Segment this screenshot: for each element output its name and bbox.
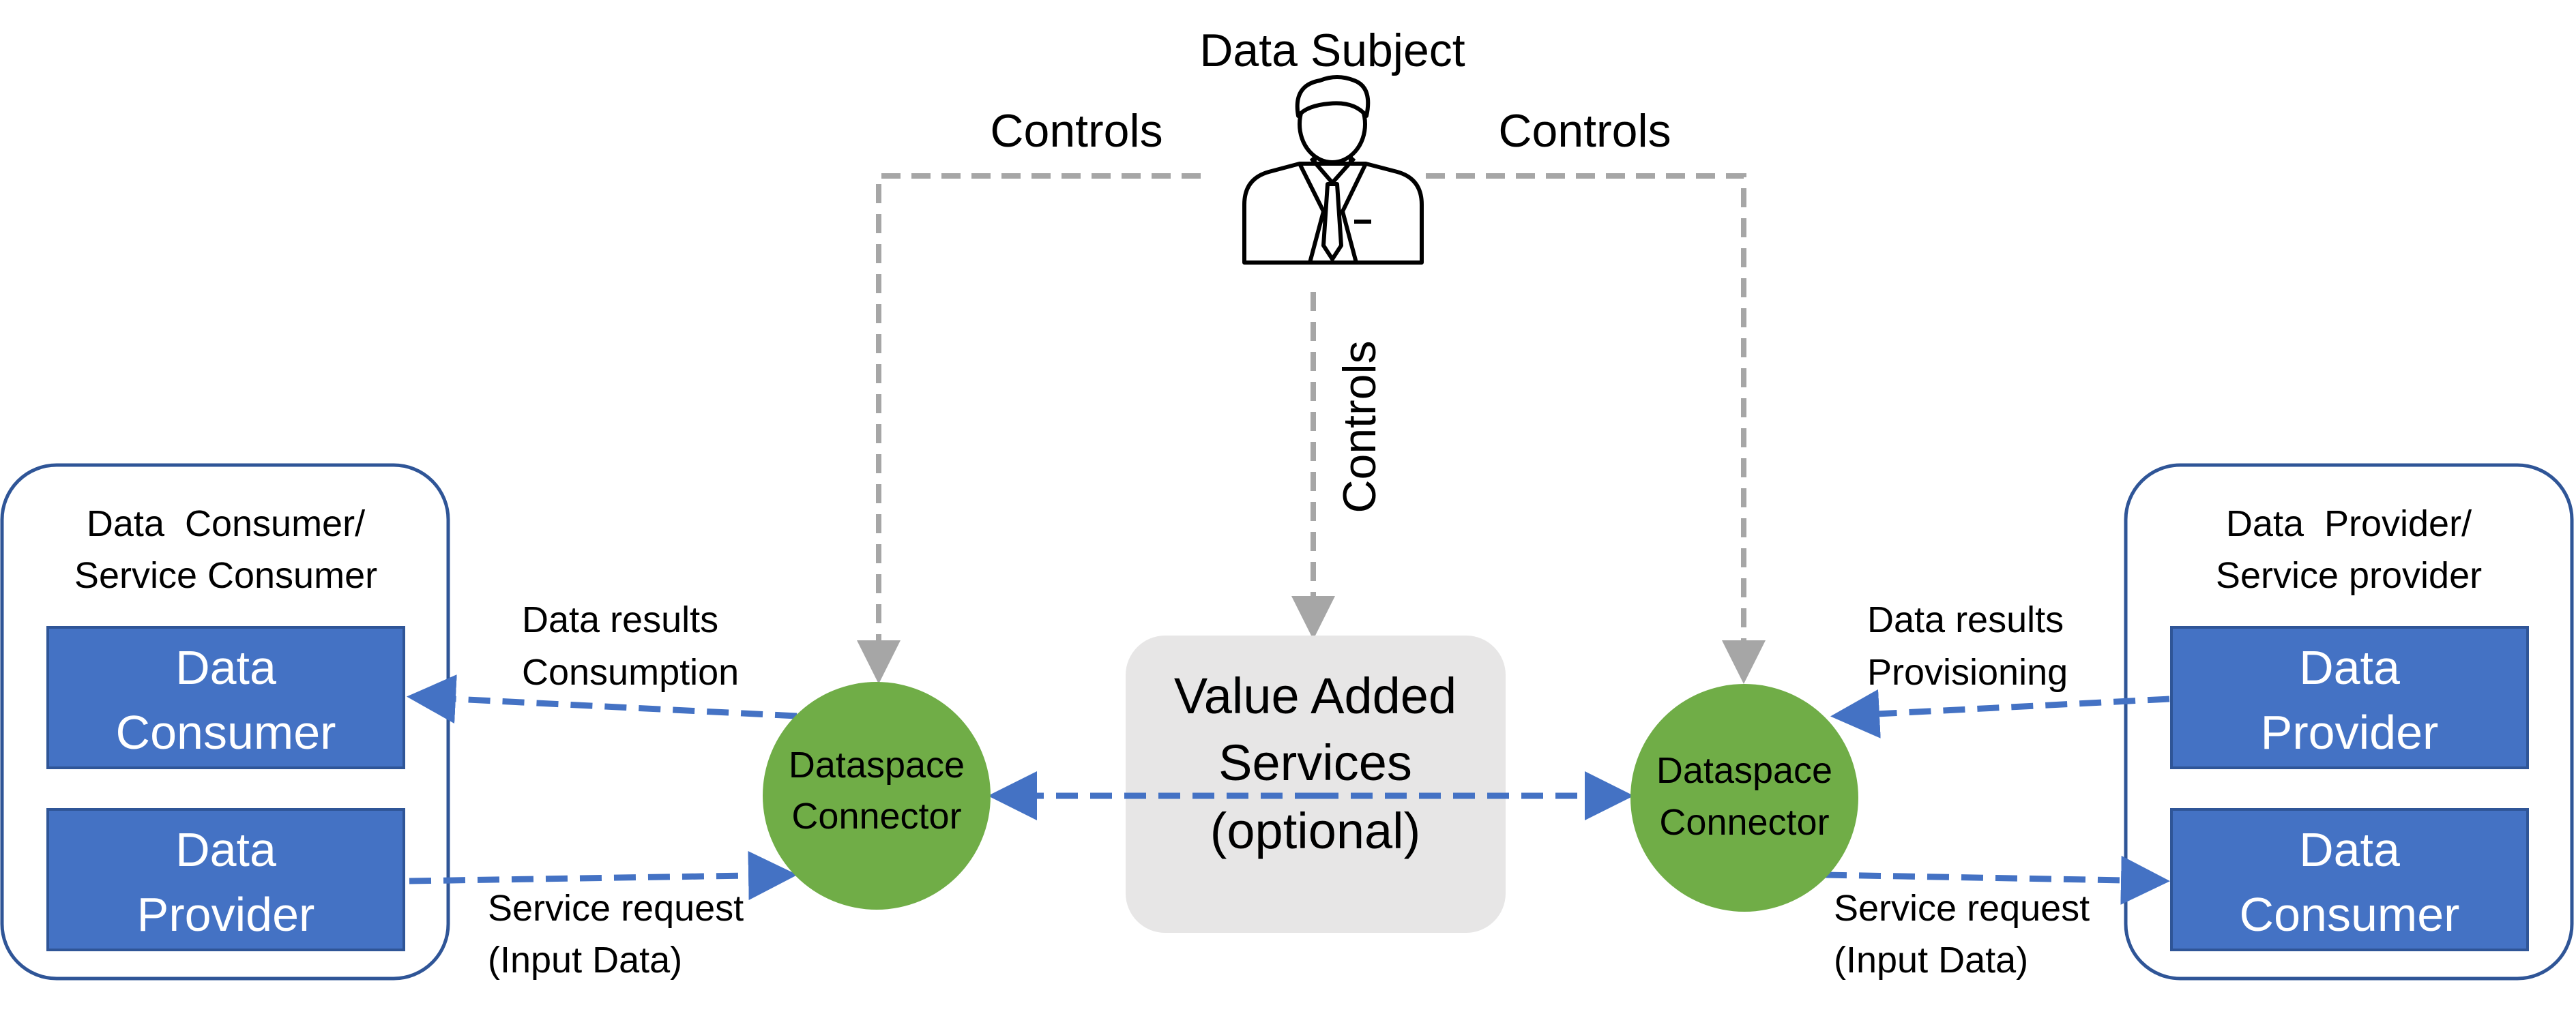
left-container-title-line2: Service Consumer — [74, 555, 377, 596]
arrow-left-results — [407, 674, 797, 724]
controls-lines — [857, 173, 1766, 684]
right-data-consumer-line2: Consumer — [2240, 888, 2460, 941]
arrow-right-request — [1824, 855, 2170, 905]
connector-right-line2: Connector — [1659, 802, 1829, 843]
left-data-consumer-line2: Consumer — [116, 706, 336, 759]
left-data-consumer-box: Data Consumer — [46, 626, 405, 769]
value-added-line2: Services — [1218, 734, 1412, 791]
dataspace-connector-right — [1630, 684, 1858, 912]
controls-label-right: Controls — [1498, 105, 1671, 157]
left-container-title-line1: Data Consumer/ — [87, 503, 365, 544]
right-data-consumer-line1: Data — [2299, 823, 2400, 876]
data-flow-arrows — [407, 674, 2170, 905]
label-right-bottom-line2: (Input Data) — [1834, 940, 2028, 981]
right-data-provider-box: Data Provider — [2170, 626, 2529, 769]
left-data-provider-line1: Data — [175, 823, 276, 876]
right-data-provider-line1: Data — [2299, 641, 2400, 694]
right-container-title-line2: Service provider — [2216, 555, 2482, 596]
person-icon — [1242, 75, 1424, 265]
connector-right-line1: Dataspace — [1656, 750, 1832, 791]
controls-arrow-right — [1426, 173, 1766, 684]
controls-label-left: Controls — [990, 105, 1162, 157]
left-data-provider-line2: Provider — [137, 888, 315, 941]
label-right-top-line2: Provisioning — [1867, 652, 2068, 693]
connector-left-line1: Dataspace — [789, 745, 965, 786]
label-left-bottom-line1: Service request — [488, 888, 744, 929]
value-added-line1: Value Added — [1174, 668, 1457, 724]
right-container-title-line1: Data Provider/ — [2226, 503, 2472, 544]
right-data-consumer-box: Data Consumer — [2170, 808, 2529, 951]
controls-arrow-left — [857, 173, 1201, 684]
dataspace-connector-left — [763, 682, 991, 910]
value-added-line3: (optional) — [1210, 803, 1421, 859]
label-left-bottom-line2: (Input Data) — [488, 940, 682, 981]
arrow-right-results — [1830, 689, 2170, 739]
label-left-top-line2: Consumption — [522, 652, 739, 693]
left-data-consumer-line1: Data — [175, 641, 276, 694]
left-data-provider-box: Data Provider — [46, 808, 405, 951]
value-added-services-box — [1126, 636, 1506, 933]
data-subject-label: Data Subject — [1199, 25, 1465, 76]
label-right-top-line1: Data results — [1867, 599, 2064, 640]
arrow-left-request — [409, 851, 797, 901]
label-left-top-line1: Data results — [522, 599, 718, 640]
right-data-provider-line2: Provider — [2261, 706, 2439, 759]
controls-label-center: Controls — [1334, 340, 1386, 513]
connector-left-line2: Connector — [791, 796, 961, 837]
label-right-bottom-line1: Service request — [1834, 888, 2090, 929]
